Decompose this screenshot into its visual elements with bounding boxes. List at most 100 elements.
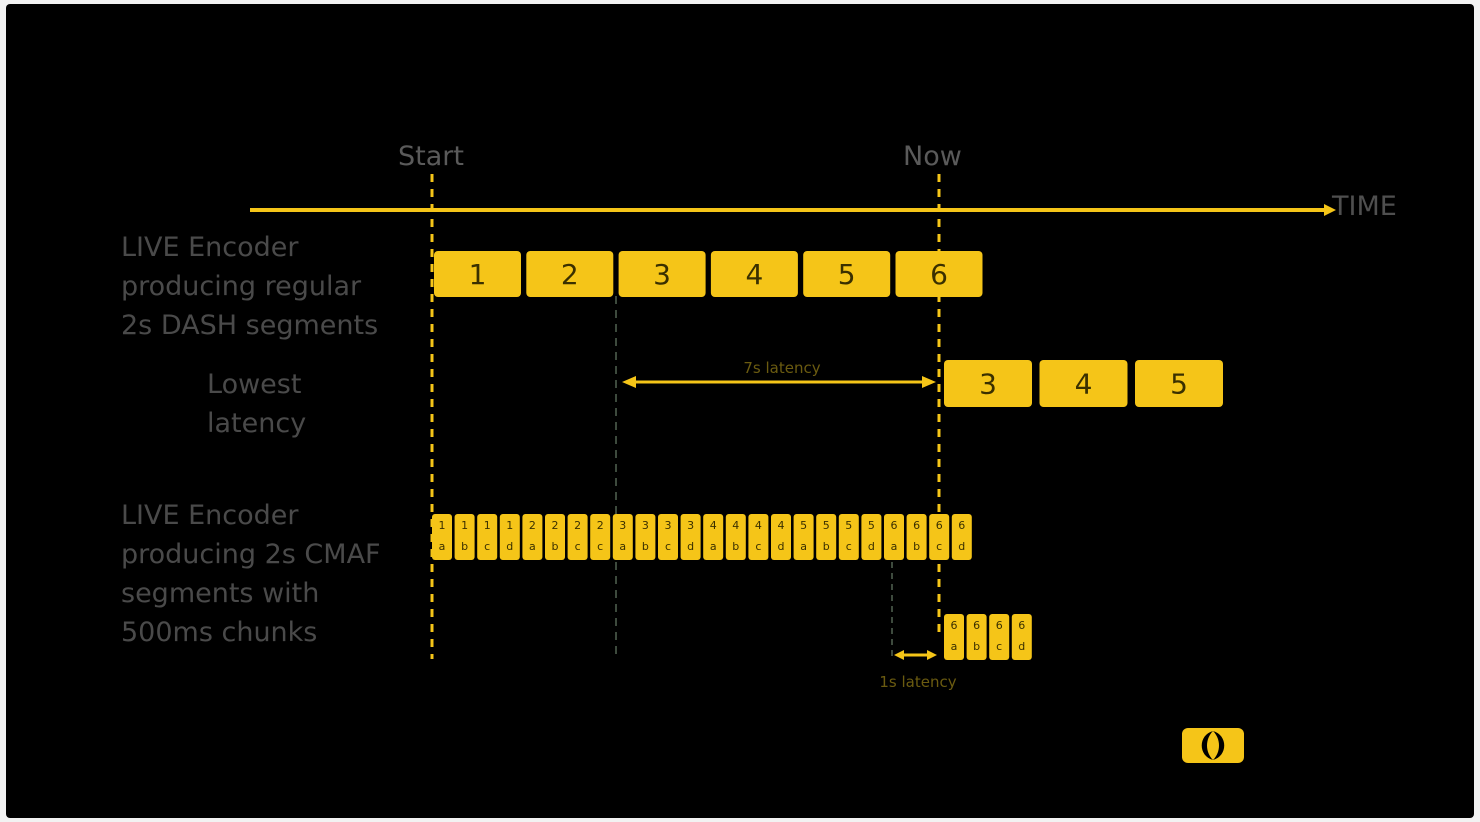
dash-segment-block [710,251,798,297]
cmaf-chunk-block [951,514,972,560]
cmaf-chunk-number: 3 [687,519,694,532]
cmaf-chunk-block [838,514,859,560]
dash-segment-block [895,251,983,297]
cmaf-chunk-letter: a [891,540,898,553]
cmaf-chunk-number: 1 [506,519,513,532]
cmaf-chunk-letter: b [732,540,739,553]
cmaf-chunk-letter: a [619,540,626,553]
dash-latency-label: 7s latency [743,359,820,377]
dash-latency-right-arrow-icon [922,376,936,388]
cmaf-chunk-block [567,514,588,560]
cmaf-chunk-number: 5 [868,519,875,532]
cmaf-low-chunk-block [966,614,987,660]
cmaf-chunk-number: 2 [552,519,559,532]
cmaf-low-chunk-block [1011,614,1032,660]
cmaf-chunk-letter: d [778,540,785,553]
cmaf-low-chunk-letter: d [1018,640,1025,653]
cmaf-low-chunk-number: 6 [973,619,980,632]
cmaf-low-chunk-block [944,614,964,660]
cmaf-chunk-block [499,514,520,560]
lowest-segment-label: 5 [1170,368,1188,401]
lowest-latency-segments-row: 3 4 5 [944,360,1223,407]
cmaf-chunk-number: 3 [642,519,649,532]
cmaf-chunk-number: 4 [778,519,785,532]
cmaf-chunk-number: 4 [710,519,717,532]
cmaf-chunk-block [725,514,746,560]
cmaf-chunk-letter: a [439,540,446,553]
cmaf-low-chunk-number: 6 [1018,619,1025,632]
cmaf-chunk-number: 4 [755,519,762,532]
cmaf-chunk-block [680,514,701,560]
dash-segment-block [618,251,706,297]
cmaf-chunk-letter: c [936,540,942,553]
cmaf-chunk-letter: c [575,540,581,553]
cmaf-chunk-number: 5 [845,519,852,532]
cmaf-chunk-block [454,514,475,560]
cmaf-chunk-letter: d [868,540,875,553]
cmaf-low-chunk-letter: c [996,640,1002,653]
cmaf-chunk-block [771,514,791,560]
cmaf-chunk-block [793,514,814,560]
time-arrow-icon [1324,204,1336,216]
cmaf-chunk-block [703,514,724,560]
cmaf-chunk-number: 4 [732,519,739,532]
lowest-segment-label: 3 [979,368,997,401]
dash-segment-label: 6 [930,258,948,291]
time-label: TIME [1331,191,1397,222]
cmaf-chunk-number: 2 [597,519,604,532]
cmaf-chunk-letter: b [552,540,559,553]
cmaf-chunk-letter: d [958,540,965,553]
lowest-segment-block [944,360,1032,407]
dash-segment-block [434,251,521,297]
cmaf-latency-left-arrow-icon [894,650,904,660]
cmaf-chunk-letter: b [461,540,468,553]
cmaf-chunk-block [635,514,656,560]
cmaf-chunk-letter: c [665,540,671,553]
cmaf-chunk-block [658,514,678,560]
cmaf-latency-right-arrow-icon [927,650,937,660]
bracket-logo-icon [1182,728,1244,763]
cmaf-latency-label: 1s latency [879,673,956,691]
cmaf-chunk-number: 6 [936,519,943,532]
cmaf-low-latency-chunks-row: 6 a 6 b 6 c 6 d [944,614,1032,660]
cmaf-chunk-number: 1 [461,519,468,532]
cmaf-chunk-block [432,514,452,560]
cmaf-chunk-letter: c [846,540,852,553]
cmaf-chunk-number: 5 [823,519,830,532]
cmaf-chunk-number: 2 [574,519,581,532]
cmaf-low-chunk-number: 6 [951,619,958,632]
start-marker-label: Start [398,141,464,172]
cmaf-chunk-letter: a [800,540,807,553]
cmaf-chunk-block [590,514,611,560]
cmaf-chunk-number: 3 [665,519,672,532]
cmaf-row-label: LIVE Encoder producing 2s CMAF segments … [121,500,389,648]
dash-row-label: LIVE Encoder producing regular 2s DASH s… [121,232,378,341]
cmaf-chunk-block [906,514,927,560]
cmaf-chunk-letter: b [642,540,649,553]
cmaf-chunk-number: 6 [958,519,965,532]
lowest-segment-block [1039,360,1128,407]
dash-segment-label: 2 [561,258,579,291]
cmaf-chunk-letter: d [687,540,694,553]
dash-segment-label: 1 [469,258,487,291]
cmaf-low-chunk-number: 6 [996,619,1003,632]
cmaf-low-chunk-letter: b [973,640,980,653]
cmaf-chunk-block [816,514,837,560]
cmaf-chunks-row: 1a1b1c1d2a2b2c2c3a3b3c3d4a4b4c4d5a5b5c5d… [432,514,972,560]
dash-latency-left-arrow-icon [622,376,636,388]
dash-segment-label: 3 [653,258,671,291]
cmaf-chunk-letter: b [823,540,830,553]
cmaf-chunk-letter: c [755,540,761,553]
cmaf-chunk-number: 6 [891,519,898,532]
cmaf-chunk-number: 3 [619,519,626,532]
lowest-latency-label: Lowest latency [207,369,310,439]
cmaf-chunk-letter: d [506,540,513,553]
cmaf-low-chunk-letter: a [951,640,958,653]
cmaf-chunk-number: 6 [913,519,920,532]
dash-segment-label: 4 [745,258,763,291]
cmaf-chunk-letter: b [913,540,920,553]
cmaf-chunk-block [861,514,882,560]
latency-diagram: TIME Start Now LIVE Encoder producing re… [121,141,1397,763]
lowest-segment-label: 4 [1075,368,1093,401]
slide-frame: TIME Start Now LIVE Encoder producing re… [6,4,1474,818]
